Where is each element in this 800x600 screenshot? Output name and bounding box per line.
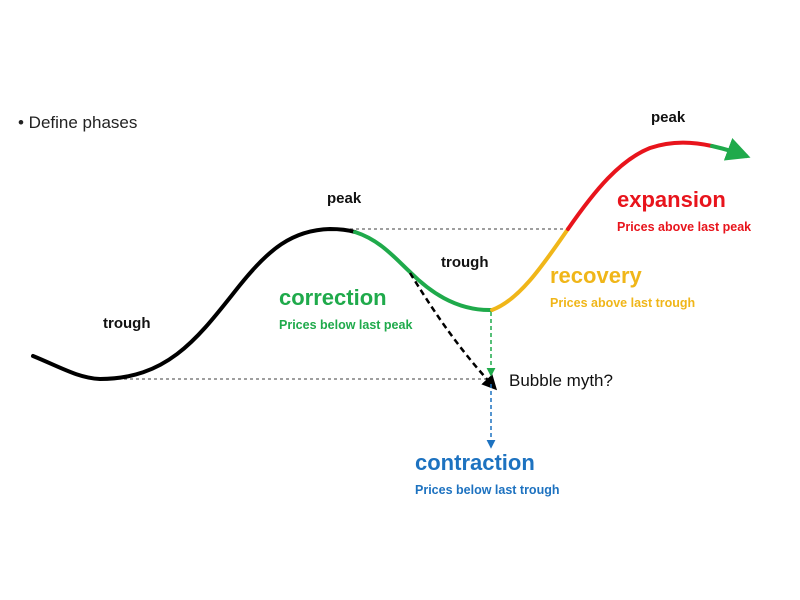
phase-contraction-title: contraction bbox=[415, 450, 535, 475]
label-trough-mid: trough bbox=[441, 254, 489, 271]
label-trough-left: trough bbox=[103, 315, 151, 332]
curve-segment-end-arrow bbox=[710, 138, 751, 161]
curve-segment-correction bbox=[353, 230, 494, 313]
bubble-crash-arrow bbox=[408, 272, 498, 391]
bullet-define-phases: • Define phases bbox=[18, 113, 138, 132]
phase-recovery-title: recovery bbox=[550, 263, 642, 288]
curve-segment-expansion bbox=[566, 140, 714, 231]
phase-expansion-title: expansion bbox=[617, 187, 726, 212]
phase-recovery-subtitle: Prices above last trough bbox=[550, 296, 696, 310]
curve-segment-rise bbox=[31, 226, 357, 382]
bubble-myth-question: Bubble myth? bbox=[509, 371, 613, 390]
label-peak-right: peak bbox=[651, 109, 686, 126]
curve-segment-recovery bbox=[490, 227, 570, 312]
phase-correction-title: correction bbox=[279, 285, 387, 310]
phase-contraction-subtitle: Prices below last trough bbox=[415, 483, 560, 497]
phase-expansion-subtitle: Prices above last peak bbox=[617, 220, 752, 234]
phase-correction-subtitle: Prices below last peak bbox=[279, 318, 413, 332]
label-peak-left: peak bbox=[327, 190, 362, 207]
